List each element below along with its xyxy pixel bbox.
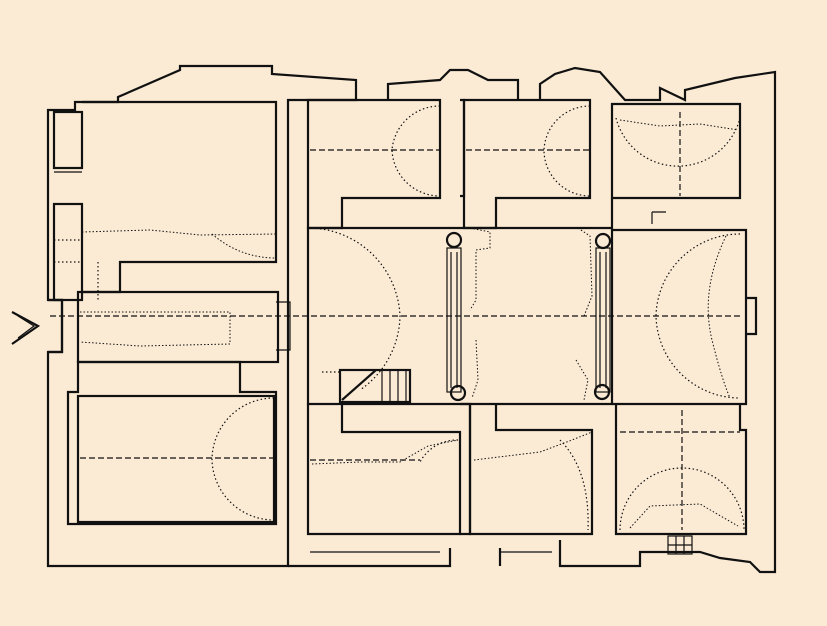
south-bay-1	[306, 404, 462, 536]
column-nw-icon	[445, 231, 463, 249]
north-bay-1	[306, 98, 442, 230]
west-corridor	[48, 290, 291, 364]
entrance-arrow-icon	[11, 311, 41, 345]
south-bay-2	[468, 404, 594, 536]
column-se-icon	[593, 383, 611, 401]
east-iwan	[612, 211, 758, 406]
staircase	[322, 368, 412, 404]
column-sw-icon	[449, 384, 467, 402]
west-strip	[52, 110, 84, 302]
south-east-room	[614, 404, 748, 536]
arcade-east	[593, 232, 612, 401]
south-strip	[310, 535, 693, 555]
column-ne-icon	[594, 232, 612, 250]
north-east-room	[610, 102, 742, 200]
north-bay-2	[462, 98, 592, 230]
south-pier-1	[460, 402, 472, 536]
arcade-west	[445, 231, 467, 402]
west-room-north	[81, 100, 278, 300]
west-room-south	[66, 360, 278, 526]
outer-walls	[46, 64, 777, 574]
central-hall	[284, 198, 740, 406]
